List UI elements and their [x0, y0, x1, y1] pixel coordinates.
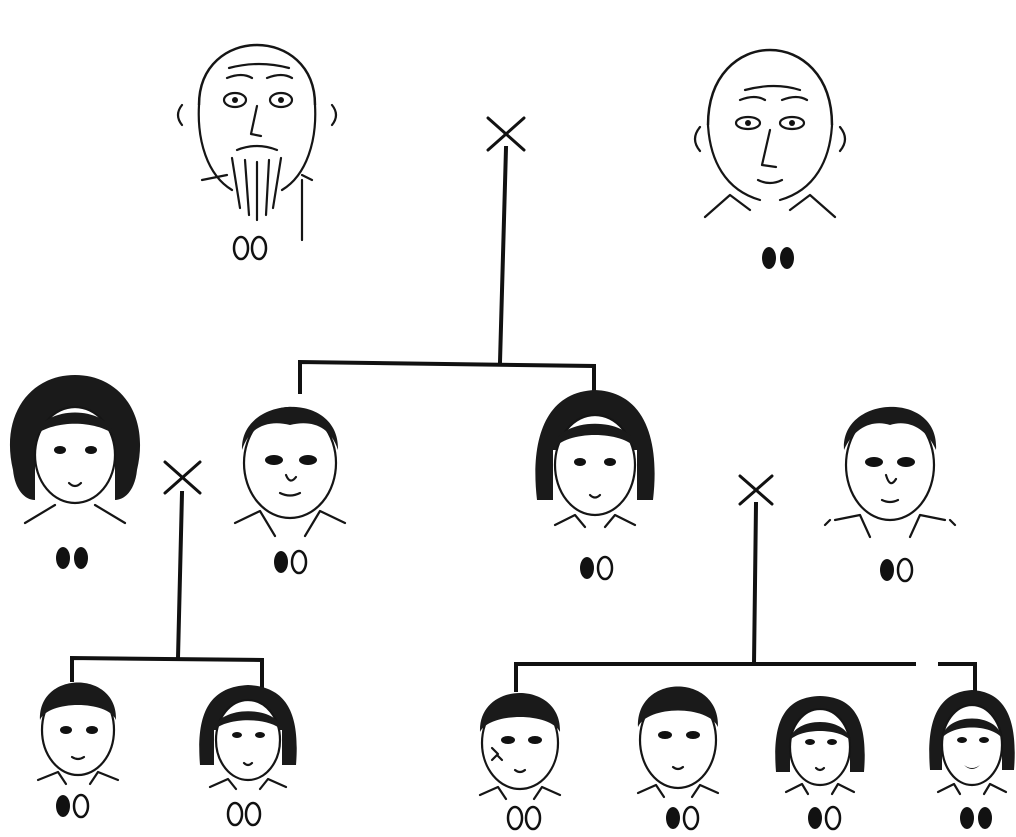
grandchild-5-allele-1-filled [808, 807, 822, 829]
grandfather-maternal-genotype [762, 247, 794, 269]
mating-cross-grandparents [486, 116, 526, 152]
grandfather-paternal-allele-1-open [232, 235, 250, 261]
son-in-law-genotype [880, 557, 914, 583]
daughter-portrait [535, 390, 655, 529]
grandchild-2-portrait [199, 685, 297, 791]
grandchild-3-allele-2-open [524, 805, 542, 831]
mating-cross-right-couple [738, 474, 774, 506]
grandfather-paternal-portrait [176, 43, 338, 242]
aunt-in-law-portrait [9, 375, 141, 525]
grandchild-4-allele-2-open [682, 805, 700, 831]
sibship-line-left-children [70, 655, 264, 690]
son-portrait [233, 406, 347, 538]
descent-line-left-couple [175, 490, 185, 661]
son-in-law-portrait [823, 406, 957, 539]
descent-line-right-couple [751, 501, 759, 667]
sibship-line-generation-2 [298, 359, 596, 397]
grandchild-5-allele-2-open [824, 805, 842, 831]
grandchild-6-allele-2-filled [978, 807, 992, 829]
aunt-in-law-allele-1-filled [56, 547, 70, 569]
daughter-allele-1-filled [580, 557, 594, 579]
grandchild-3-genotype [506, 805, 542, 831]
grandchild-1-genotype [56, 793, 90, 819]
grandfather-maternal-portrait [693, 48, 847, 219]
grandchild-6-genotype [960, 807, 992, 829]
grandchild-4-portrait [636, 686, 720, 799]
grandchild-6-portrait [929, 690, 1015, 796]
sibship-line-right-children [514, 662, 916, 692]
grandfather-paternal-genotype [232, 235, 268, 261]
grandchild-3-portrait [478, 693, 562, 801]
grandfather-maternal-allele-1-filled [762, 247, 776, 269]
grandchild-1-allele-2-open [72, 793, 90, 819]
grandchild-6-allele-1-filled [960, 807, 974, 829]
descent-line-grandparents [497, 145, 509, 365]
daughter-allele-2-open [596, 555, 614, 581]
grandchild-4-allele-1-filled [666, 807, 680, 829]
grandchild-3-allele-1-open [506, 805, 524, 831]
son-in-law-allele-2-open [896, 557, 914, 583]
son-allele-1-filled [274, 551, 288, 573]
grandchild-4-genotype [666, 805, 700, 831]
grandchild-2-genotype [226, 801, 262, 827]
grandfather-maternal-allele-2-filled [780, 247, 794, 269]
grandchild-2-allele-2-open [244, 801, 262, 827]
son-genotype [274, 549, 308, 575]
mating-cross-left-couple [163, 460, 202, 495]
son-in-law-allele-1-filled [880, 559, 894, 581]
son-allele-2-open [290, 549, 308, 575]
daughter-genotype [580, 555, 614, 581]
aunt-in-law-allele-2-filled [74, 547, 88, 569]
grandchild-2-allele-1-open [226, 801, 244, 827]
grandchild-1-allele-1-filled [56, 795, 70, 817]
grandfather-paternal-allele-2-open [250, 235, 268, 261]
grandchild-5-portrait [775, 696, 865, 796]
sibship-line-right-end [938, 662, 977, 692]
grandchild-5-genotype [808, 805, 842, 831]
grandchild-1-portrait [36, 682, 120, 786]
aunt-in-law-genotype [56, 547, 88, 569]
